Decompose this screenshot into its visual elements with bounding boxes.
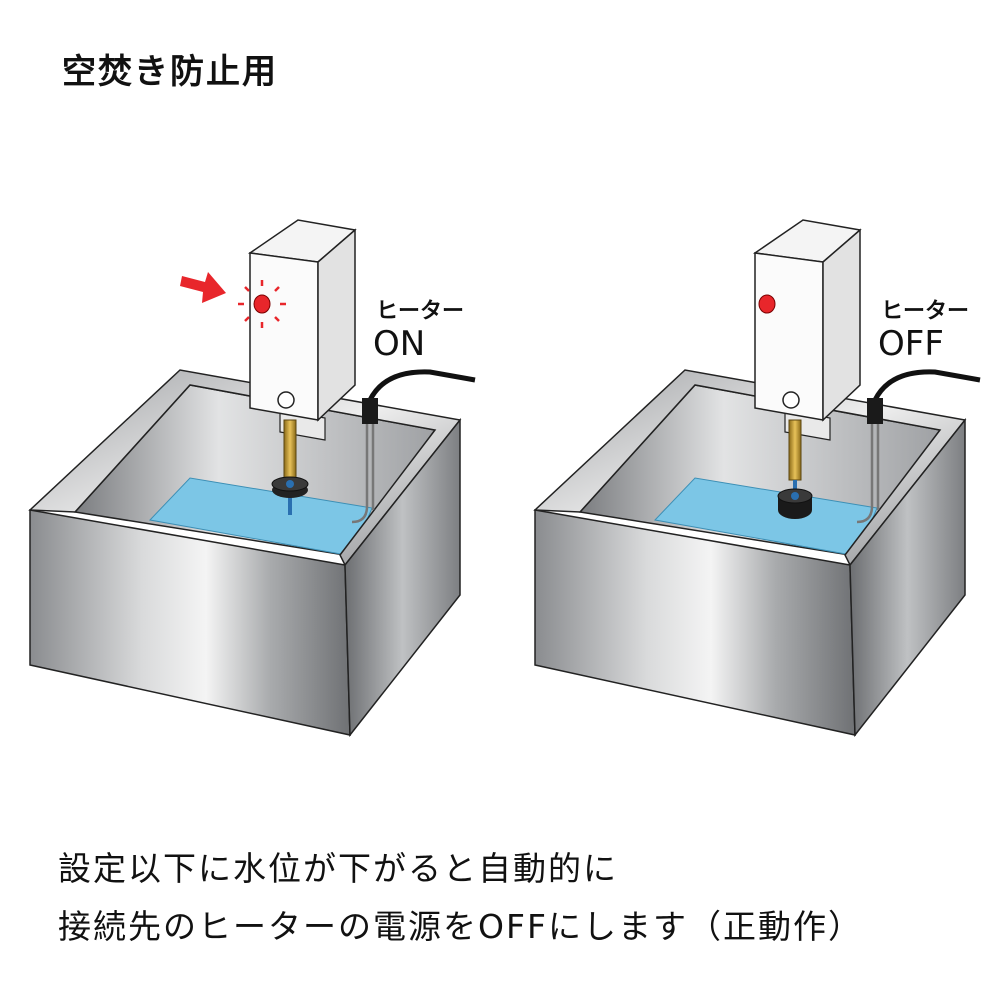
float-stem xyxy=(288,485,292,515)
heater-state: OFF xyxy=(878,324,944,364)
page-title: 空焚き防止用 xyxy=(62,52,278,92)
panel-heater-on: ヒーター ON xyxy=(30,220,475,735)
lamp-glow-icon xyxy=(238,280,286,328)
heater-state: ON xyxy=(373,324,425,364)
panel-heater-off: ヒーター OFF xyxy=(535,220,980,735)
heater-label: ヒーター xyxy=(376,299,464,324)
caption-line-2: 接続先のヒーターの電源をOFFにします（正動作） xyxy=(58,907,863,946)
arrow-icon xyxy=(180,272,226,303)
indicator-lamp-off xyxy=(758,294,776,314)
heater-label: ヒーター xyxy=(881,299,969,324)
caption-line-1: 設定以下に水位が下がると自動的に xyxy=(58,849,618,888)
indicator-lamp-lit xyxy=(253,294,271,314)
